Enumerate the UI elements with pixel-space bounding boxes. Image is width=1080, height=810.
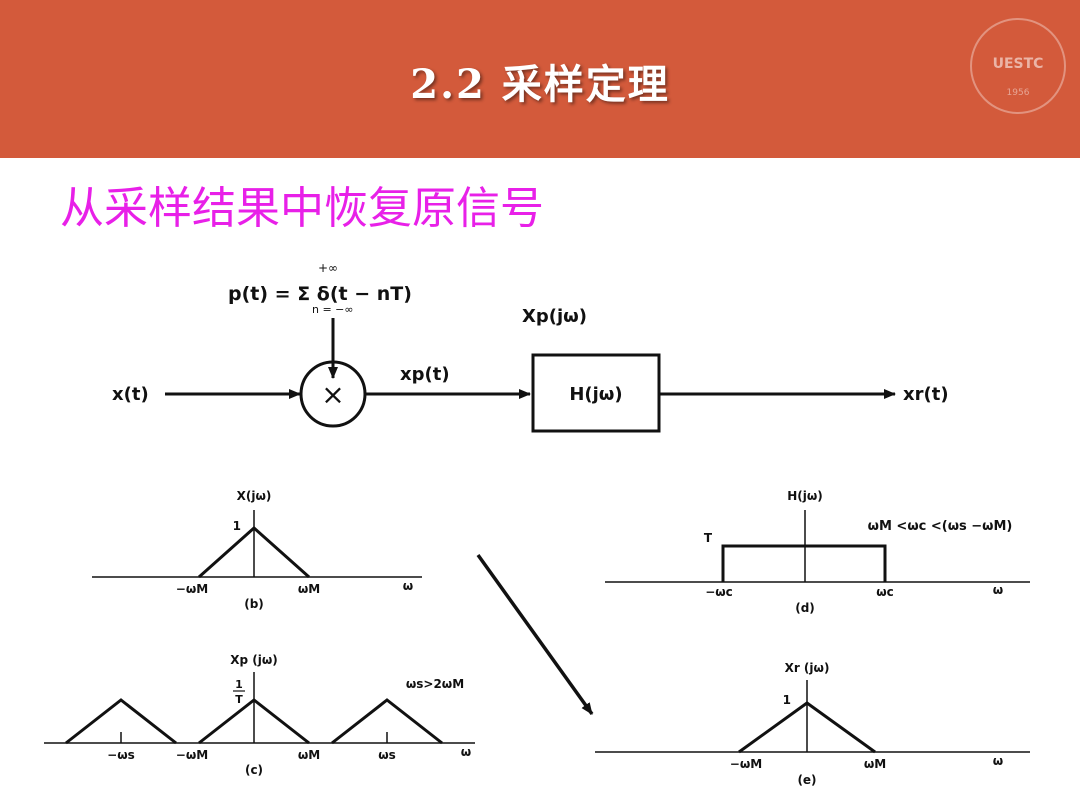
sum-upper-limit: +∞	[318, 261, 338, 275]
multiplier-symbol: ×	[321, 378, 344, 411]
plot-e-caption: (e)	[797, 773, 816, 787]
plot-e-peak: 1	[783, 693, 791, 707]
slide-subtitle: 从采样结果中恢复原信号	[60, 183, 544, 234]
plot-c-tick1: −ωs	[107, 748, 135, 762]
plot-d-condition: ωM <ωc <(ωs −ωM)	[868, 519, 1013, 534]
plot-c: Xp (jω) 1 T ωs>2ωM −ωs −ωM ωM ωs ω (c)	[44, 653, 475, 777]
university-logo: UESTC 1956	[970, 18, 1066, 114]
plot-c-tick2: −ωM	[176, 748, 208, 762]
plot-d-caption: (d)	[795, 601, 815, 615]
plot-c-peak-num: 1	[235, 678, 243, 691]
page-title: 2.2 采样定理	[410, 61, 670, 108]
plot-c-caption: (c)	[245, 763, 263, 777]
logo-year: 1956	[1006, 88, 1030, 98]
plot-c-axis-label: ω	[461, 745, 471, 759]
plot-c-replica-right	[331, 698, 443, 745]
sum-lower-limit: n = −∞	[312, 303, 354, 316]
plot-d-neg-tick: −ωc	[705, 585, 733, 599]
plot-d-axis-label: ω	[993, 583, 1003, 597]
plot-c-replica-left	[65, 698, 177, 745]
filter-label: H(jω)	[569, 384, 622, 405]
plot-d-title: H(jω)	[787, 489, 823, 503]
plot-b-neg-tick: −ωM	[176, 582, 208, 596]
plot-e-neg-tick: −ωM	[730, 757, 762, 771]
plot-b-pos-tick: ωM	[298, 582, 320, 596]
plot-b-spectrum	[198, 525, 310, 579]
plot-b-axis-label: ω	[403, 579, 413, 593]
plot-d-lowpass	[721, 544, 887, 582]
sampled-signal-label: xp(t)	[400, 364, 450, 385]
plot-e-spectrum	[738, 701, 876, 754]
plot-b-peak: 1	[233, 519, 241, 533]
plot-e-axis-label: ω	[993, 754, 1003, 768]
header-bar: 2.2 采样定理 UESTC 1956	[0, 0, 1080, 158]
plot-c-tick3: ωM	[298, 748, 320, 762]
logo-text: UESTC	[992, 56, 1044, 72]
sampled-spectrum-label: Xp(jω)	[522, 306, 587, 327]
plot-c-replica-center	[198, 698, 310, 745]
plot-e: Xr (jω) 1 −ωM ωM ω (e)	[595, 661, 1030, 787]
plot-c-tick4: ωs	[378, 748, 396, 762]
plot-c-condition: ωs>2ωM	[406, 677, 464, 691]
plot-d-pos-tick: ωc	[876, 585, 894, 599]
plot-e-pos-tick: ωM	[864, 757, 886, 771]
plot-d: H(jω) T ωM <ωc <(ωs −ωM) −ωc ωc ω (d)	[605, 489, 1030, 615]
impulse-train-label: p(t) = Σ δ(t − nT)	[228, 283, 412, 305]
multiplier-circle	[299, 360, 367, 428]
plot-b-caption: (b)	[244, 597, 264, 611]
block-diagram: +∞ p(t) = Σ δ(t − nT) n = −∞ x(t) × xp(t…	[112, 261, 949, 433]
diagonal-arrow	[476, 553, 594, 716]
plot-c-title: Xp (jω)	[230, 653, 278, 667]
output-label: xr(t)	[903, 384, 949, 405]
plot-d-height: T	[704, 531, 713, 545]
plot-b-title: X(jω)	[237, 489, 272, 503]
plot-e-title: Xr (jω)	[785, 661, 830, 675]
input-label: x(t)	[112, 384, 149, 405]
plot-c-peak-den: T	[235, 693, 243, 706]
plot-b: X(jω) 1 −ωM ωM ω (b)	[92, 489, 422, 611]
